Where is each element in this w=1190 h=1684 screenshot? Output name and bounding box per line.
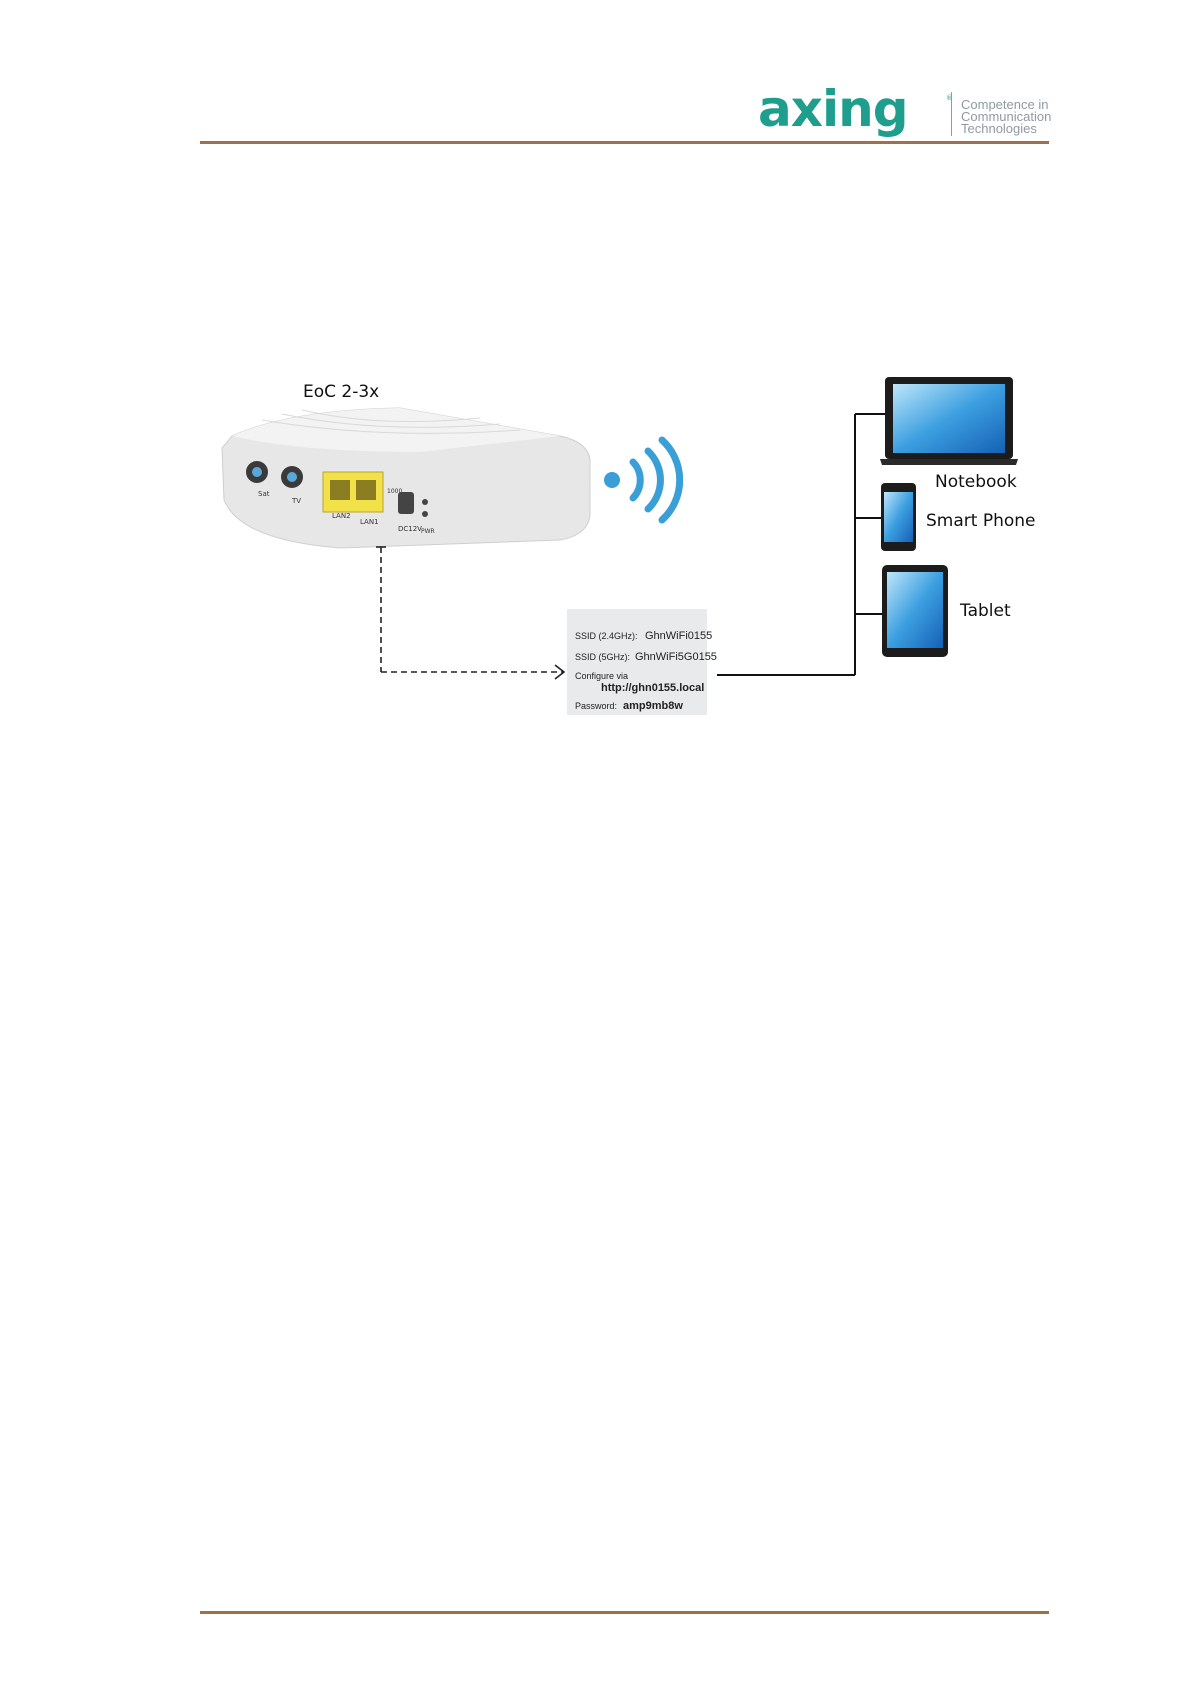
ssid5-value: GhnWiFi5G0155 (635, 651, 717, 663)
port-label-dc: DC12V (398, 525, 422, 533)
tablet-icon (882, 565, 948, 657)
ssid24-value: GhnWiFi0155 (645, 630, 712, 642)
eoc-device-image: Sat TV LAN2 LAN1 DC12V PWR 1000 (222, 408, 590, 548)
device-connector-lines (717, 414, 898, 675)
wifi-credentials-sticker: SSID (2.4GHz): GhnWiFi0155 SSID (5GHz): … (567, 609, 707, 715)
ssid24-label: SSID (2.4GHz): (575, 631, 638, 641)
port-label-lan2: LAN2 (332, 512, 351, 520)
dashed-label-connector (376, 547, 564, 679)
smartphone-icon (881, 483, 916, 551)
configure-label: Configure via (575, 671, 628, 681)
tablet-label: Tablet (959, 601, 1011, 621)
device-label: EoC 2-3x (303, 382, 379, 402)
notebook-icon (880, 377, 1018, 465)
port-label-pwr: PWR (421, 528, 435, 535)
ssid5-label: SSID (5GHz): (575, 652, 630, 662)
wifi-signal-icon (604, 440, 680, 520)
dc-jack-icon (398, 492, 414, 514)
port-label-lan1: LAN1 (360, 518, 379, 526)
port-label-tv: TV (291, 497, 301, 505)
configure-url: http://ghn0155.local (601, 682, 704, 694)
password-value: amp9mb8w (623, 700, 683, 712)
password-label: Password: (575, 701, 617, 711)
port-label-sat: Sat (258, 490, 270, 498)
notebook-label: Notebook (935, 472, 1017, 492)
smartphone-label: Smart Phone (926, 511, 1036, 531)
port-label-speed: 1000 (387, 488, 402, 495)
